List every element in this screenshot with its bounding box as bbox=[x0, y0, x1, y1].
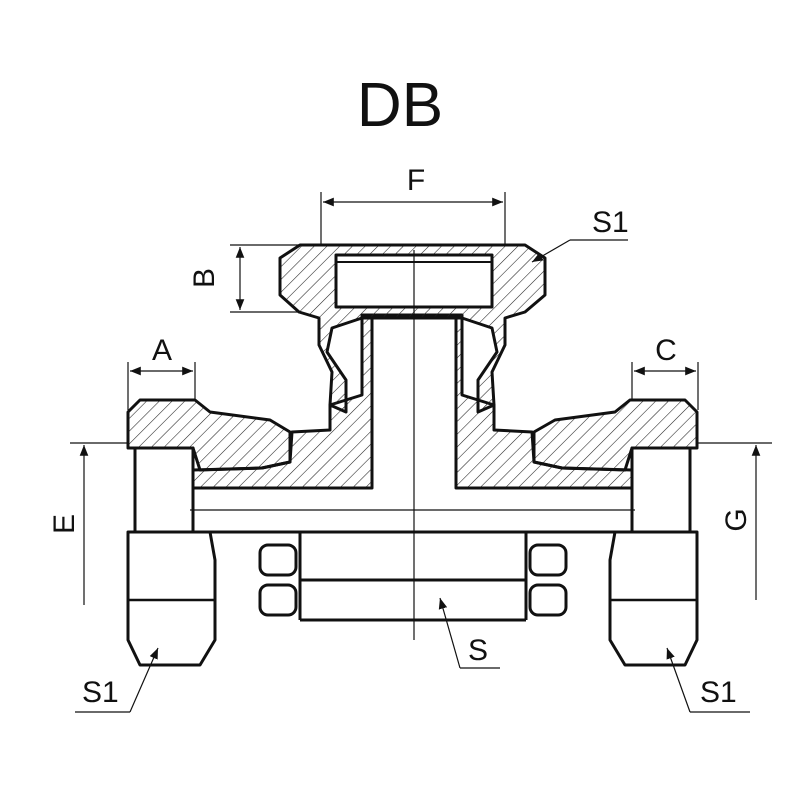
dim-label-g: G bbox=[720, 508, 753, 531]
callout-s1-top: S1 bbox=[531, 206, 629, 263]
right-shoulder-lower bbox=[528, 583, 568, 617]
callout-label-s1-top: S1 bbox=[592, 206, 629, 239]
callout-label-s1-right: S1 bbox=[700, 676, 737, 709]
dim-label-c: C bbox=[655, 334, 677, 367]
tee-body bbox=[191, 313, 634, 622]
dim-label-b: B bbox=[188, 268, 221, 288]
right-swivel-nut bbox=[532, 398, 699, 667]
right-shoulder-upper bbox=[528, 543, 568, 577]
dimension-a: A bbox=[127, 334, 196, 410]
dimension-b: B bbox=[188, 244, 300, 313]
dim-label-f: F bbox=[407, 164, 425, 197]
dimension-g: G bbox=[697, 442, 772, 600]
dimension-e: E bbox=[48, 442, 128, 605]
callout-label-s1-left: S1 bbox=[82, 676, 119, 709]
left-swivel-nut bbox=[126, 398, 292, 667]
callout-label-s: S bbox=[468, 634, 488, 667]
dim-label-e: E bbox=[48, 514, 81, 534]
callout-s: S bbox=[438, 597, 500, 669]
dim-label-a: A bbox=[152, 334, 172, 367]
dimension-f: F bbox=[320, 164, 506, 245]
callout-s1-left: S1 bbox=[75, 647, 159, 713]
callout-s1-right: S1 bbox=[666, 647, 750, 713]
drawing-title: DB bbox=[357, 71, 443, 140]
left-shoulder-upper bbox=[258, 543, 298, 577]
left-shoulder-lower bbox=[258, 583, 298, 617]
dimension-c: C bbox=[631, 334, 699, 410]
